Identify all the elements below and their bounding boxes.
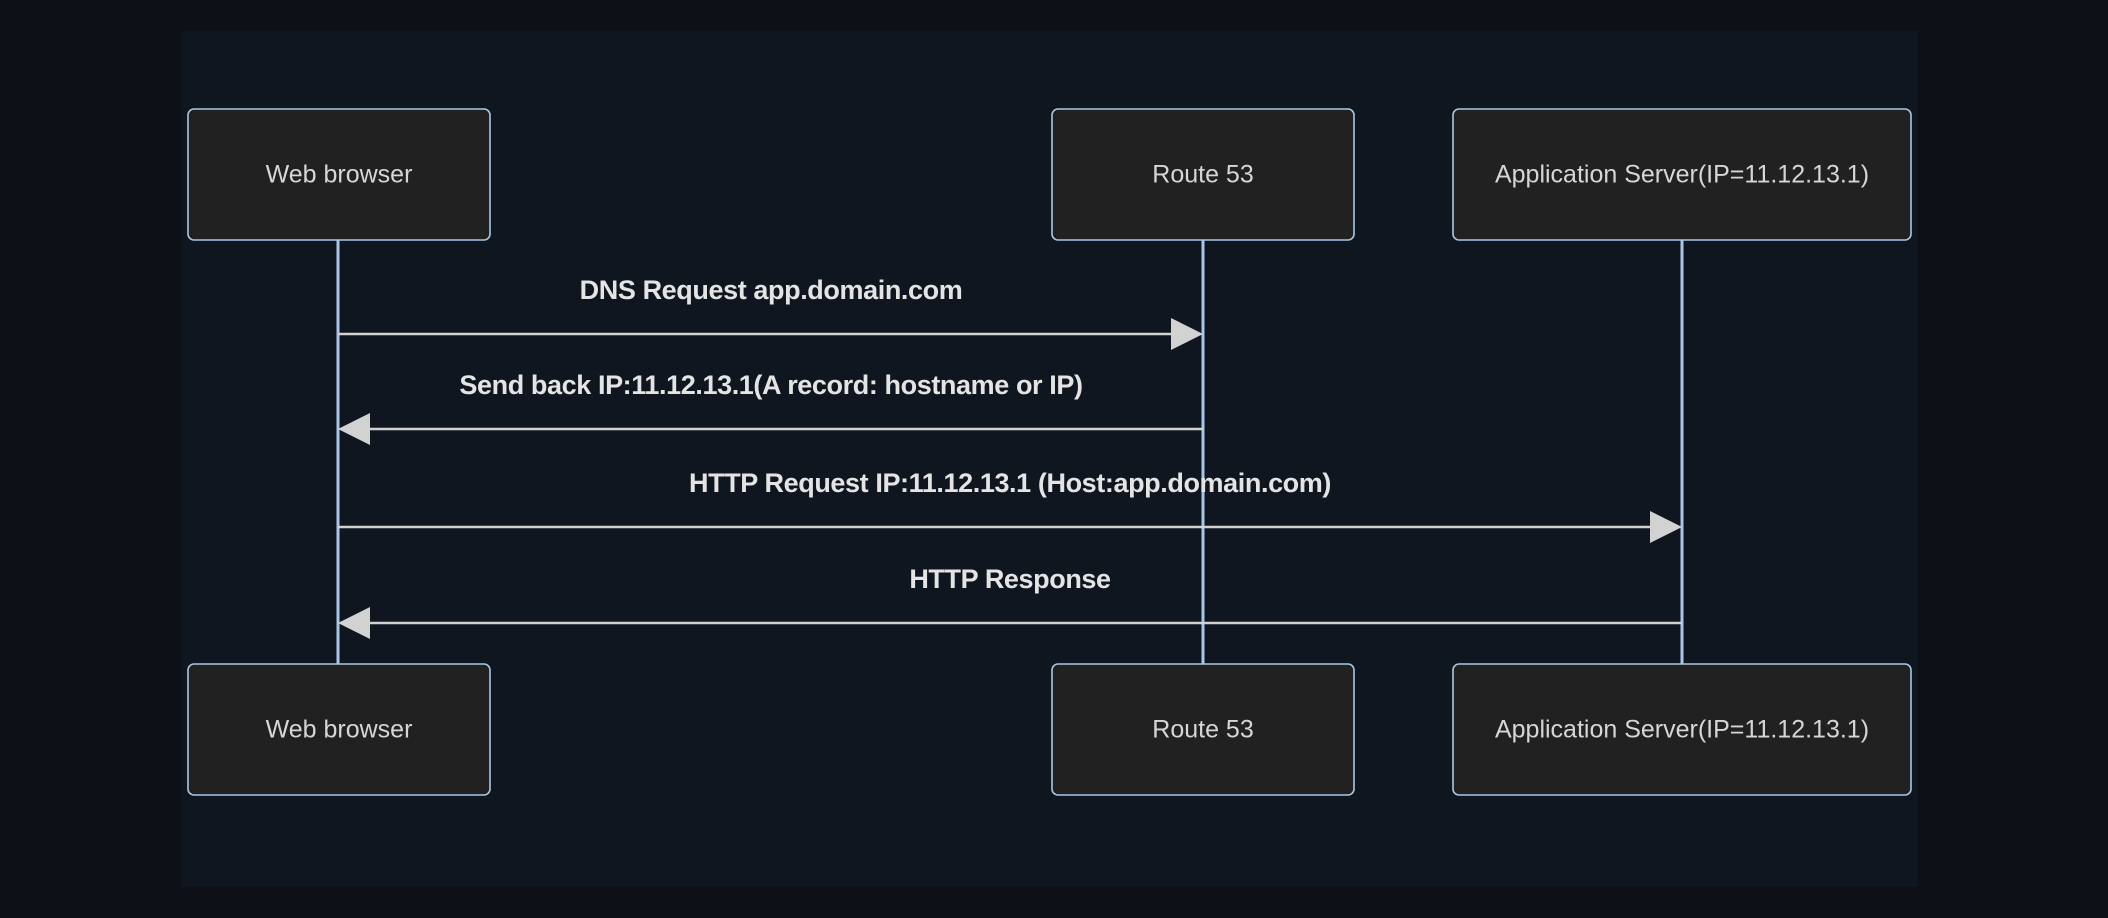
participant-box-rect bbox=[187, 108, 491, 241]
message-2-label: Send back IP:11.12.13.1(A record: hostna… bbox=[459, 370, 1082, 400]
message-1[interactable]: DNS Request app.domain.com bbox=[338, 275, 1203, 350]
message-1-arrowhead bbox=[1171, 318, 1203, 350]
participant-box-browser-bottom[interactable]: Web browser bbox=[187, 663, 491, 796]
message-2-arrowhead bbox=[338, 413, 370, 445]
participant-box-browser-top[interactable]: Web browser bbox=[187, 108, 491, 241]
participant-label-route53-top: Route 53 bbox=[1152, 161, 1253, 189]
participant-box-rect bbox=[1452, 663, 1912, 796]
participant-label-appserver-top: Application Server(IP=11.12.13.1) bbox=[1495, 161, 1869, 189]
participant-box-rect bbox=[1051, 108, 1355, 241]
participant-label-route53-bottom: Route 53 bbox=[1152, 716, 1253, 744]
message-3[interactable]: HTTP Request IP:11.12.13.1 (Host:app.dom… bbox=[338, 468, 1682, 543]
message-4-label: HTTP Response bbox=[909, 564, 1111, 594]
participant-box-rect bbox=[1452, 108, 1912, 241]
participant-label-appserver-bottom: Application Server(IP=11.12.13.1) bbox=[1495, 716, 1869, 744]
participant-box-appserver-bottom[interactable]: Application Server(IP=11.12.13.1) bbox=[1452, 663, 1912, 796]
participant-box-route53-top[interactable]: Route 53 bbox=[1051, 108, 1355, 241]
message-1-label: DNS Request app.domain.com bbox=[580, 275, 963, 305]
message-4[interactable]: HTTP Response bbox=[338, 564, 1682, 639]
lifelines-group bbox=[336, 240, 1684, 666]
participant-label-browser-top: Web browser bbox=[266, 161, 413, 189]
message-4-arrowhead bbox=[338, 607, 370, 639]
message-3-label: HTTP Request IP:11.12.13.1 (Host:app.dom… bbox=[689, 468, 1331, 498]
message-2[interactable]: Send back IP:11.12.13.1(A record: hostna… bbox=[338, 370, 1203, 445]
participant-box-rect bbox=[187, 663, 491, 796]
participant-box-rect bbox=[1051, 663, 1355, 796]
participant-label-browser-bottom: Web browser bbox=[266, 716, 413, 744]
participant-box-appserver-top[interactable]: Application Server(IP=11.12.13.1) bbox=[1452, 108, 1912, 241]
message-3-arrowhead bbox=[1650, 511, 1682, 543]
participant-box-route53-bottom[interactable]: Route 53 bbox=[1051, 663, 1355, 796]
